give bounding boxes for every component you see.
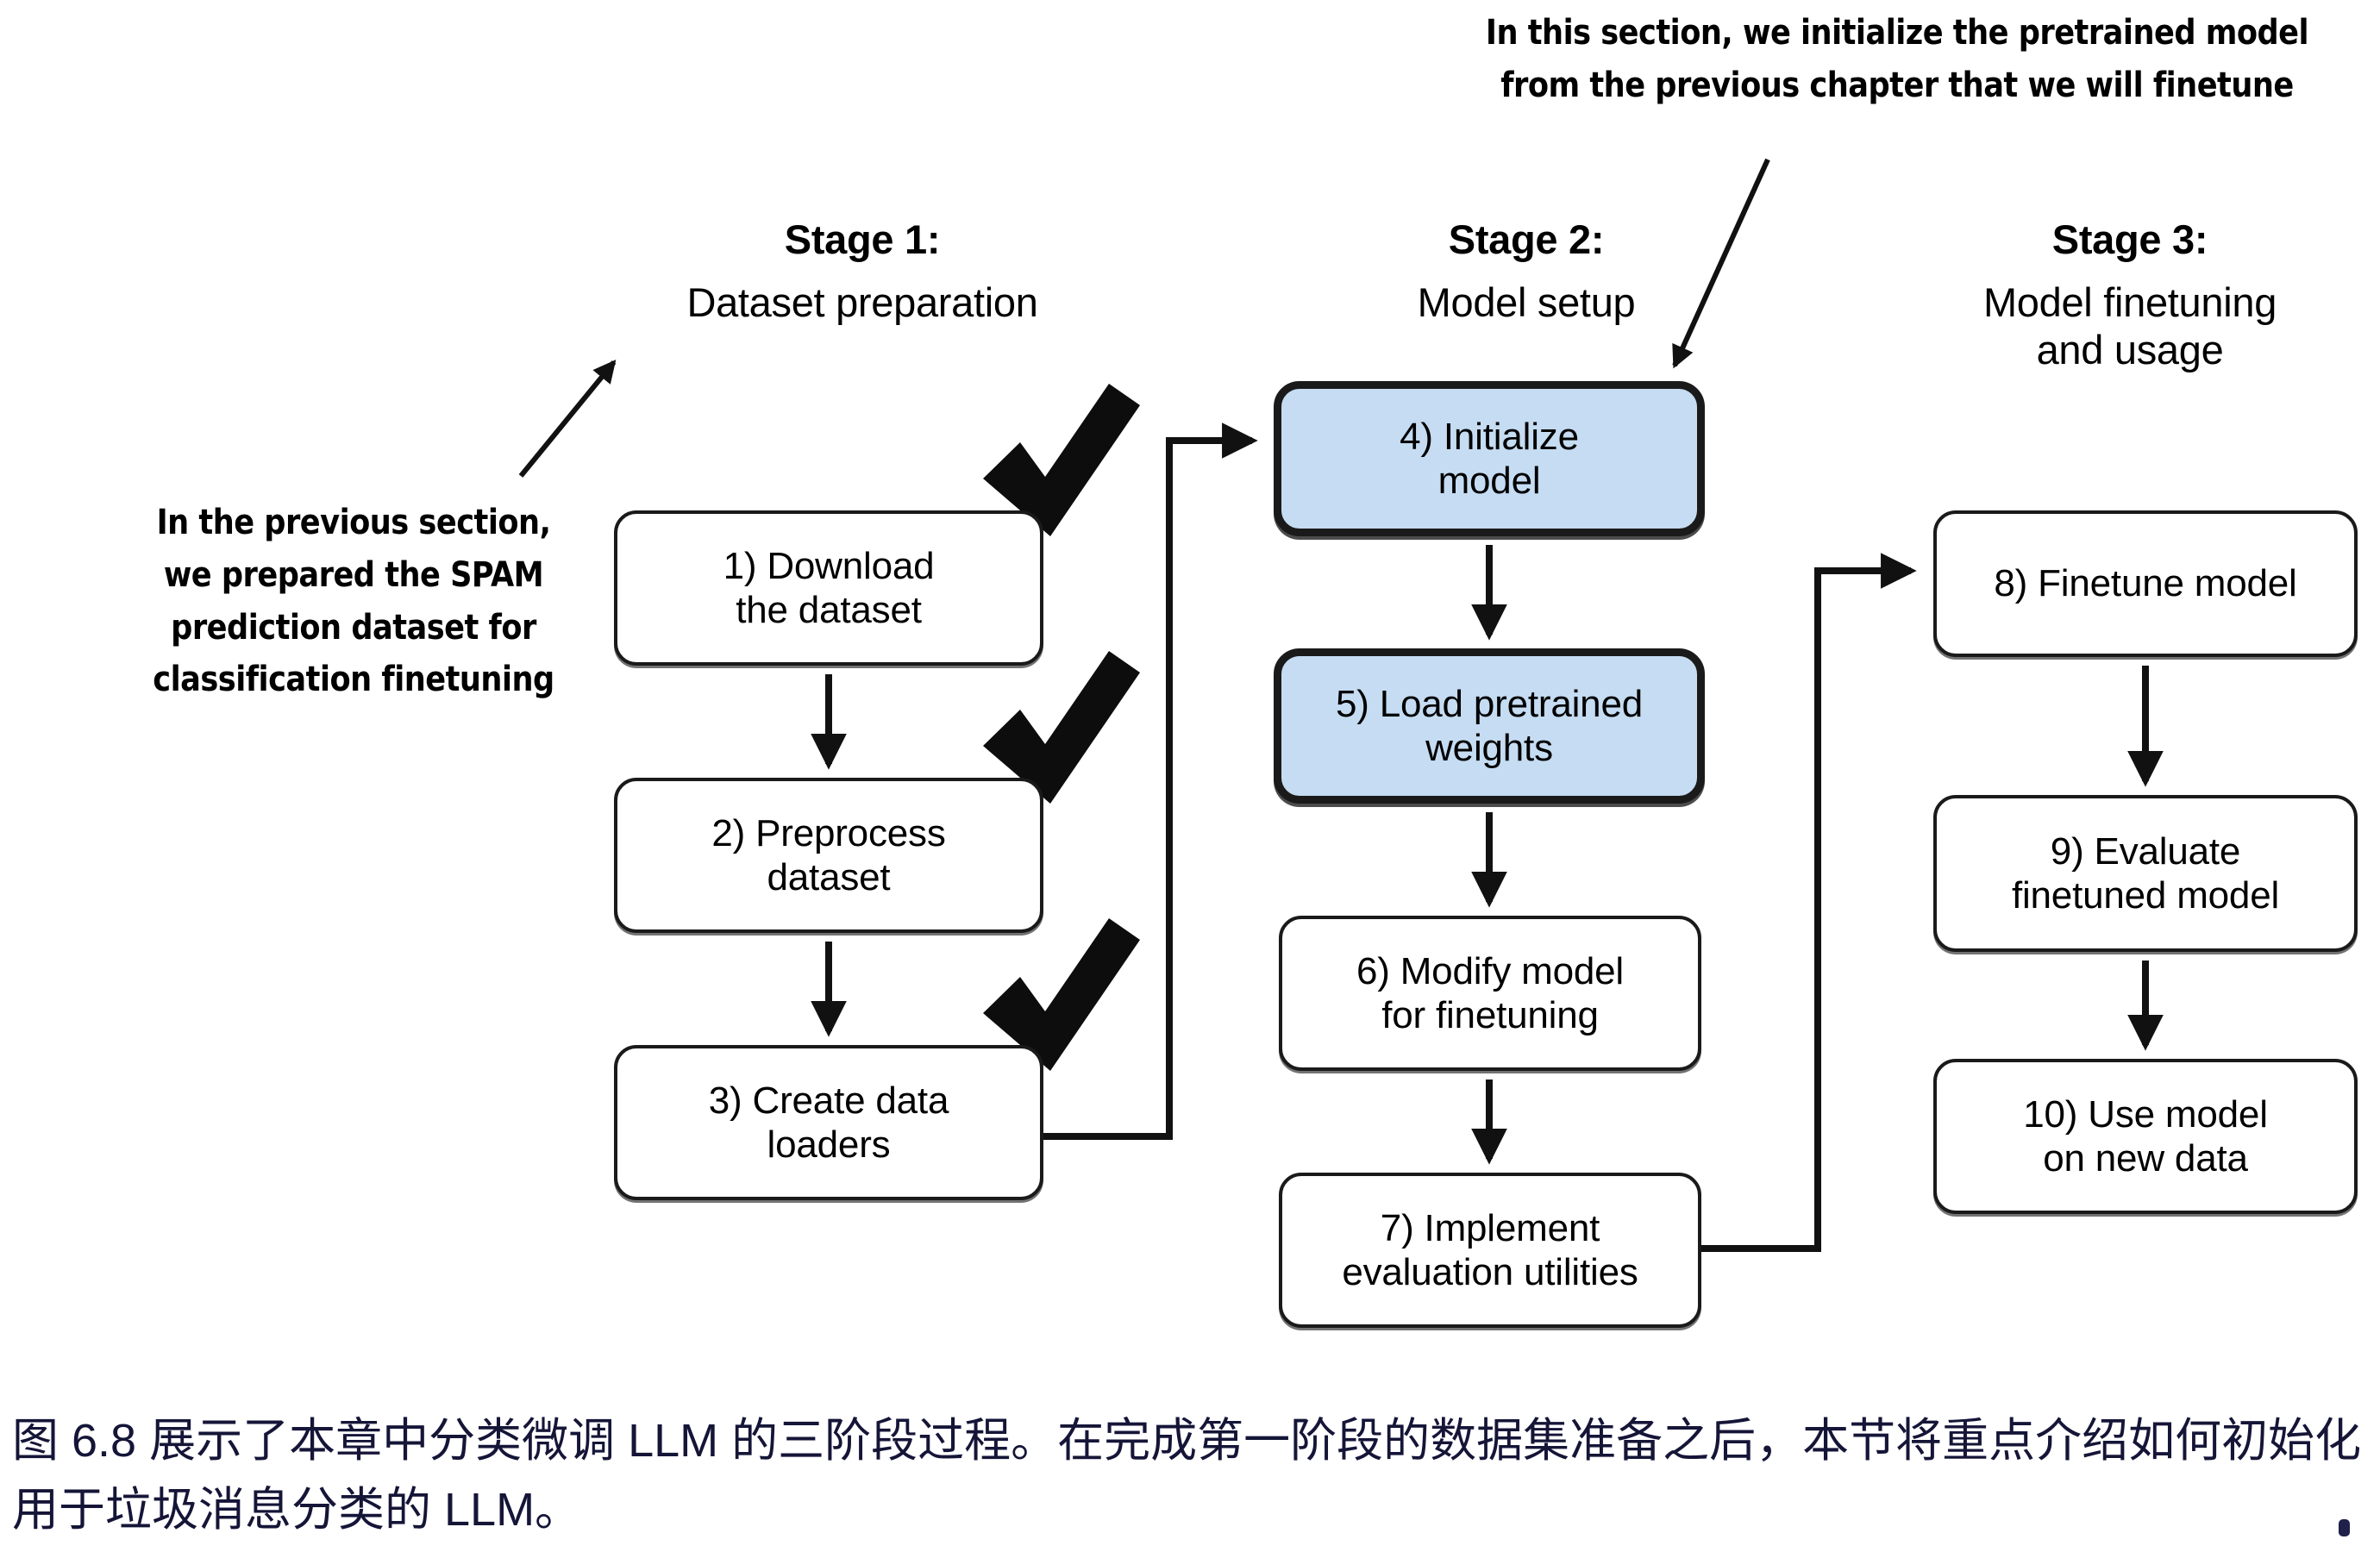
stage-3-subtitle: Model finetuning and usage	[1982, 279, 2277, 373]
flow-node-4-initialize-model[interactable]: 4) Initialize model	[1274, 381, 1705, 536]
annotation-left-previous-section-spam: In the previous section, we prepared the…	[153, 503, 554, 700]
checkmark-group	[983, 384, 1140, 1071]
stage-1-heading: Stage 1: Dataset preparation	[535, 200, 1190, 343]
connector-stage1-to-stage2	[1043, 422, 1258, 1140]
stage-1-subtitle: Dataset preparation	[686, 279, 1038, 326]
stage-1-title: Stage 1:	[784, 216, 941, 262]
flow-node-7-implement-eval-utils[interactable]: 7) Implement evaluation utilities	[1279, 1173, 1701, 1328]
stage-2-heading: Stage 2: Model setup	[1285, 200, 1768, 343]
flow-node-6-modify-model[interactable]: 6) Modify model for finetuning	[1279, 916, 1701, 1071]
stage-2-subtitle: Model setup	[1417, 279, 1636, 326]
stage-2-title: Stage 2:	[1448, 216, 1605, 262]
figure-caption: 图 6.8 展示了本章中分类微调 LLM 的三阶段过程。在完成第一阶段的数据集准…	[12, 1415, 2362, 1536]
flow-node-8-finetune-model[interactable]: 8) Finetune model	[1933, 510, 2358, 657]
annotation-top-initialize-pretrained-model: In this section, we initialize the pretr…	[1485, 13, 2309, 105]
stage-3-title: Stage 3:	[2051, 216, 2208, 262]
flow-node-3-create-data-loaders[interactable]: 3) Create data loaders	[614, 1045, 1043, 1200]
flow-node-10-use-model-on-new-data[interactable]: 10) Use model on new data	[1933, 1059, 2358, 1214]
flow-node-5-load-pretrained-weights[interactable]: 5) Load pretrained weights	[1274, 648, 1705, 804]
pointer-arrow-left-annotation	[518, 360, 617, 478]
flow-node-9-evaluate-finetuned-model[interactable]: 9) Evaluate finetuned model	[1933, 795, 2358, 952]
flow-node-1-download-dataset[interactable]: 1) Download the dataset	[614, 510, 1043, 666]
flow-node-2-preprocess-dataset[interactable]: 2) Preprocess dataset	[614, 778, 1043, 933]
connector-stage2-to-stage3	[1701, 553, 1917, 1252]
stage-3-heading: Stage 3: Model finetuning and usage	[1854, 200, 2380, 391]
ink-mark	[2339, 1519, 2350, 1536]
flowchart-figure: Stage 1: Dataset preparation Stage 2: Mo…	[153, 13, 2380, 1328]
